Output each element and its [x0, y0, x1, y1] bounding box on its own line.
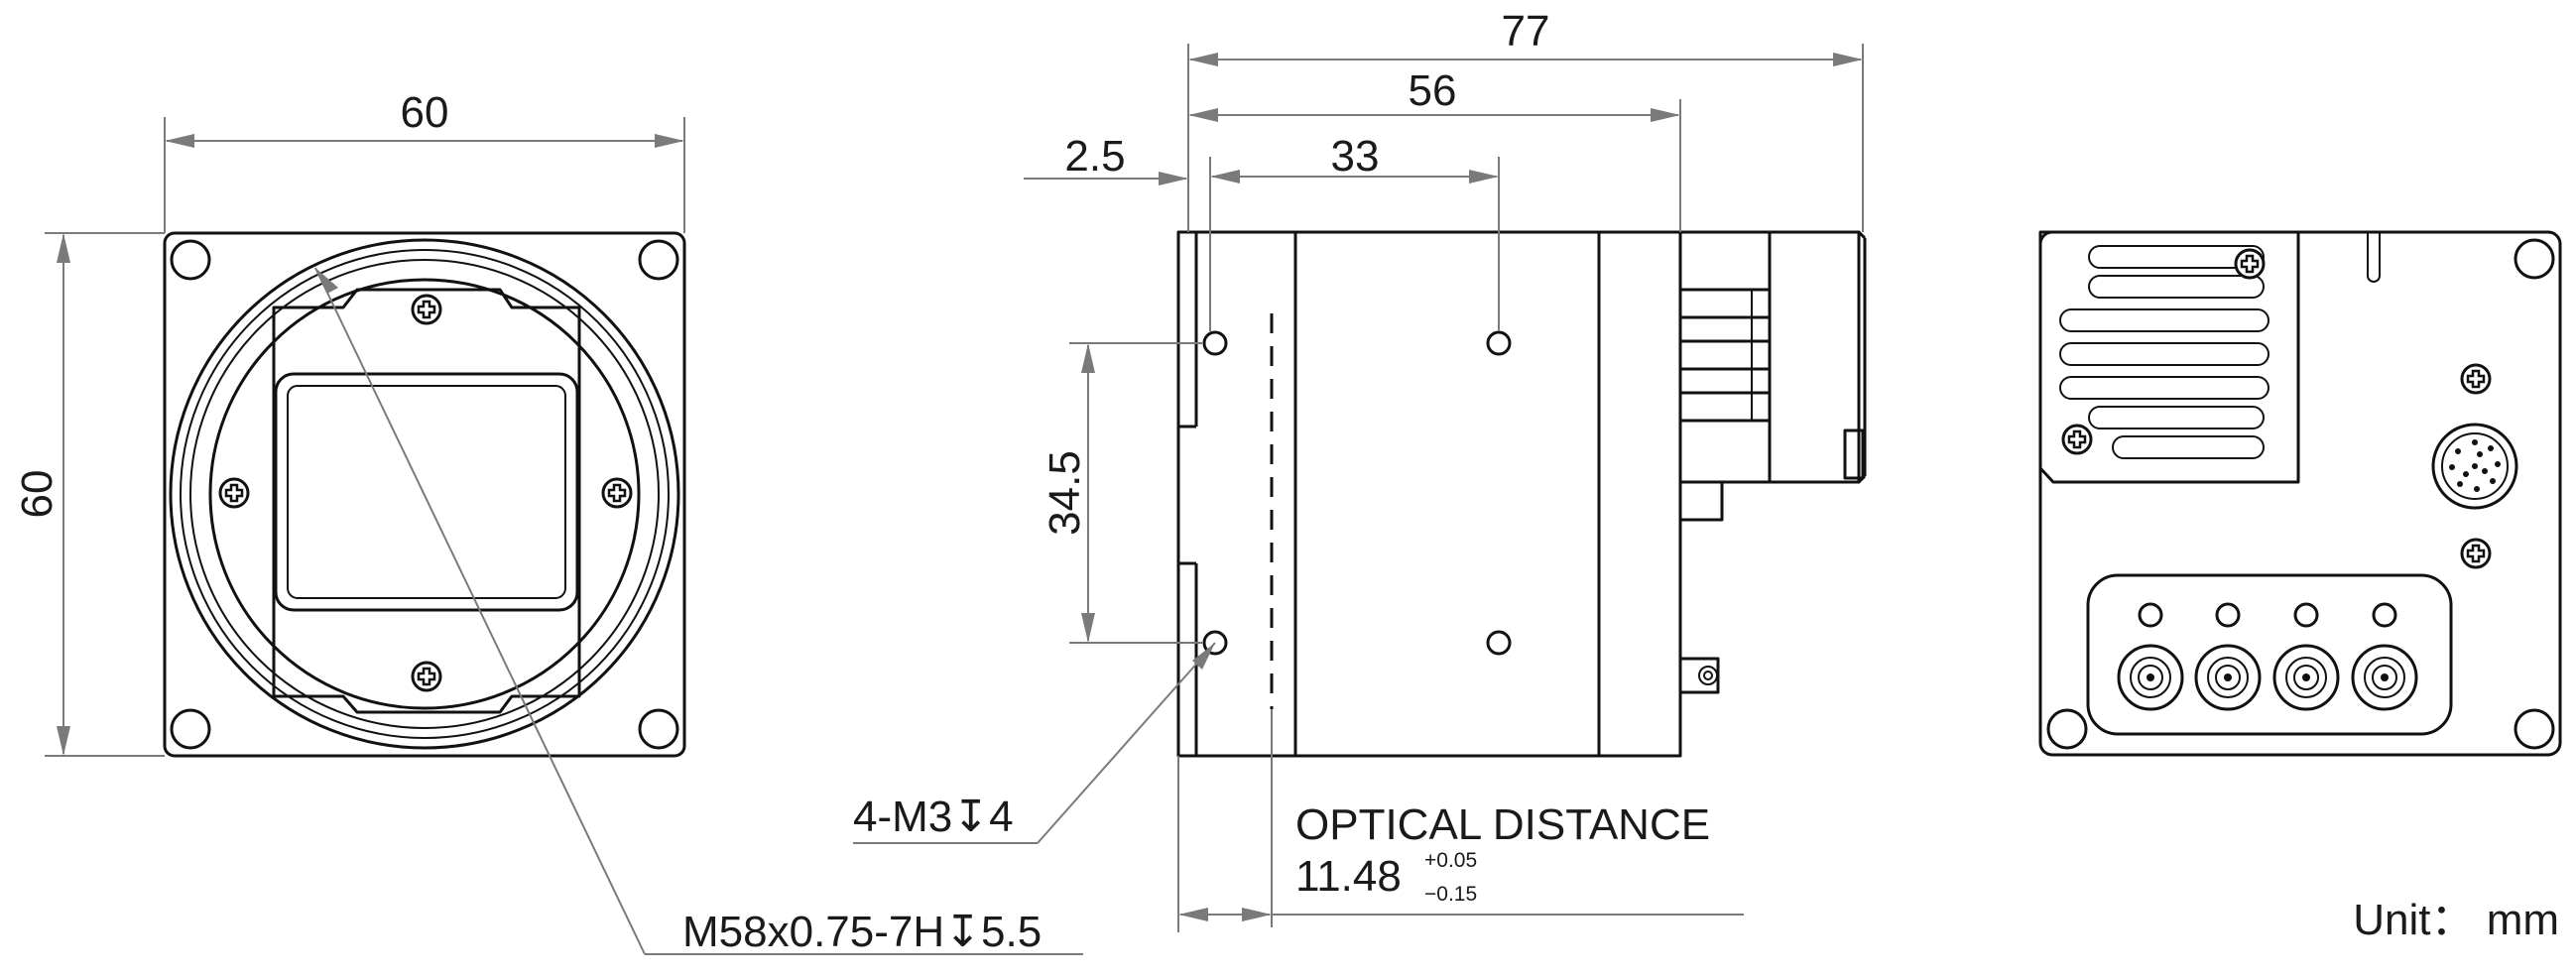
front-view: 60 60 M58x0.75-7H↧5.5: [13, 88, 1083, 956]
lens-mount-ring-2: [180, 249, 670, 739]
screw-icon: [601, 477, 633, 509]
heat-sink-plate: [2038, 230, 2300, 484]
tolerance-minus: −0.15: [1424, 883, 1477, 906]
overall-length-label: 77: [1502, 7, 1550, 56]
mount-thread-label: M58x0.75-7H↧5.5: [682, 908, 1042, 956]
offset-label: 2.5: [1064, 132, 1125, 181]
body-length-dimension: 56: [1188, 66, 1681, 232]
side-view: 77 56 33 2.5: [853, 7, 1867, 932]
front-height-label: 60: [13, 470, 61, 519]
mount-hole-tl: [1202, 330, 1228, 356]
led-indicator: [2215, 602, 2241, 628]
hole-spacing-label: 33: [1331, 132, 1380, 181]
hole-spacing-dimension: 33: [1209, 132, 1500, 331]
screw-icon: [2460, 363, 2492, 395]
mount-hole-br: [1486, 630, 1512, 656]
slot-icon: [2367, 232, 2381, 283]
corner-hole: [2046, 708, 2088, 750]
overall-length-dimension: 77: [1187, 7, 1864, 232]
body-length-label: 56: [1409, 66, 1457, 115]
hole-callout-label: 4-M3↧4: [853, 793, 1014, 841]
io-connector-inner: [2441, 432, 2509, 500]
led-indicator: [2138, 602, 2163, 628]
rear-view: [2038, 230, 2562, 757]
rear-bracket: [1678, 480, 1724, 522]
coax-connector: [2117, 644, 2184, 711]
side-main-body: [1293, 230, 1601, 758]
rear-body-outline: [2038, 230, 2562, 757]
coax-connector: [2272, 644, 2340, 711]
side-rear-body: [1597, 230, 1682, 758]
corner-hole-tl: [170, 239, 211, 281]
screw-icon: [411, 294, 442, 325]
front-body-outline: [163, 231, 686, 758]
lens-mount-ring-outer: [169, 238, 680, 750]
corner-hole-bl: [170, 708, 211, 750]
coax-connector: [2351, 644, 2418, 711]
optical-distance-dimension: OPTICAL DISTANCE 11.48 +0.05 −0.15: [1177, 756, 1744, 932]
lens-mount-ring-3: [189, 259, 660, 729]
coax-connector: [2194, 644, 2262, 711]
offset-dimension: 2.5: [1024, 132, 1188, 185]
front-height-dimension: 60: [13, 232, 165, 757]
mount-hole-tr: [1486, 330, 1512, 356]
vertical-spacing-label: 34.5: [1041, 450, 1089, 536]
screw-icon: [2460, 538, 2492, 569]
corner-hole-br: [638, 708, 679, 750]
lens-mount-ring-inner: [208, 278, 641, 710]
optical-distance-value: 11.48: [1295, 852, 1402, 901]
sensor-window-inner: [287, 385, 566, 599]
io-connector-outer: [2431, 423, 2518, 510]
mount-hole-bl: [1202, 630, 1228, 656]
mount-callout: M58x0.75-7H↧5.5: [314, 267, 1083, 956]
unit-label: Unit： mm: [2353, 896, 2559, 944]
optical-distance-title: OPTICAL DISTANCE: [1295, 800, 1710, 849]
connector-pins: [2449, 439, 2501, 492]
screw-icon: [2234, 248, 2266, 280]
hole-callout: 4-M3↧4: [853, 642, 1216, 844]
coax-connector-panel: [2086, 573, 2453, 736]
front-width-dimension: 60: [164, 88, 685, 233]
sensor-holder-plate: [272, 288, 581, 714]
led-indicator: [2293, 602, 2319, 628]
screw-icon: [218, 477, 250, 509]
sensor-window: [274, 372, 579, 612]
vertical-spacing-dimension: 34.5: [1041, 342, 1202, 644]
corner-hole-tr: [638, 239, 679, 281]
front-width-label: 60: [401, 88, 449, 137]
corner-hole: [2514, 238, 2555, 280]
tolerance-plus: +0.05: [1424, 849, 1477, 872]
screw-icon: [2061, 424, 2093, 455]
screw-icon: [411, 661, 442, 692]
led-indicator: [2372, 602, 2397, 628]
corner-hole: [2514, 708, 2555, 750]
